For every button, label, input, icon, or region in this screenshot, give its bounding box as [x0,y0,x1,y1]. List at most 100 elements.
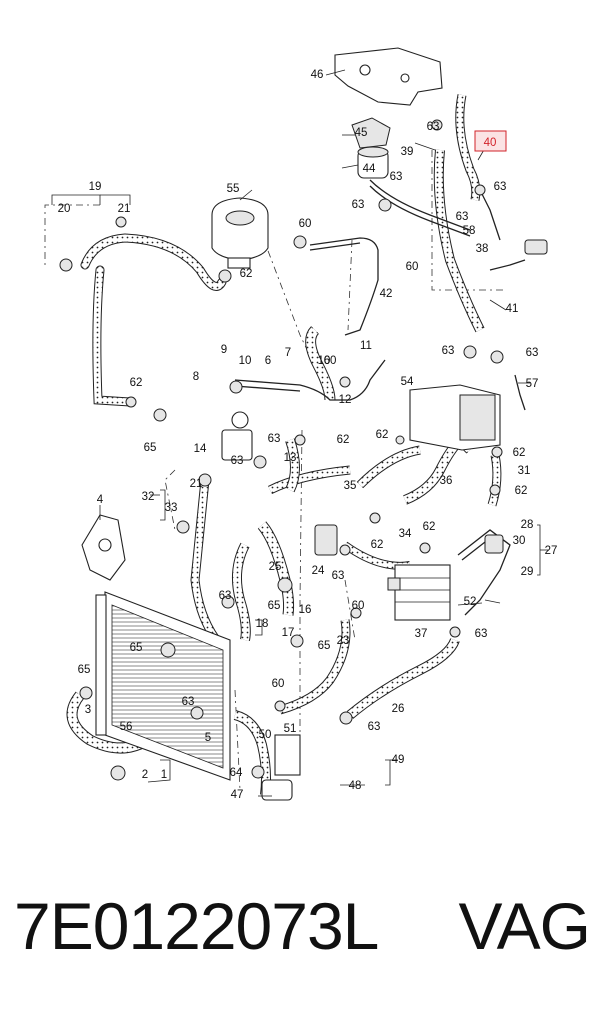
part-label-21: 21 [190,478,203,490]
part-label-63: 63 [427,121,440,133]
part-label-6: 6 [265,355,271,367]
part-label-52: 52 [464,596,477,608]
part-label-7: 7 [285,347,291,359]
part-label-64: 64 [230,767,243,779]
part-label-63: 63 [182,696,195,708]
part-label-9: 9 [221,344,227,356]
part-label-60: 60 [272,678,285,690]
part-label-2: 2 [142,769,148,781]
part-label-32: 32 [142,491,155,503]
part-label-63: 63 [268,433,281,445]
oil-cooler-37 [394,564,451,621]
part-label-13: 13 [284,452,297,464]
part-label-34: 34 [399,528,412,540]
part-label-62: 62 [376,429,389,441]
part-label-60: 60 [299,218,312,230]
part-label-50: 50 [259,729,272,741]
part-label-51: 51 [284,723,297,735]
part-label-33: 33 [165,502,178,514]
leader-lines [51,69,548,797]
part-label-19: 19 [89,181,102,193]
part-label-1: 1 [161,769,167,781]
part-label-63: 63 [475,628,488,640]
part-label-65: 65 [318,640,331,652]
part-label-10: 10 [239,355,252,367]
cooling-system-exploded-diagram: 1234567891010111213141617181920212123242… [44,47,558,801]
part-label-63: 63 [442,345,455,357]
part-label-62: 62 [423,521,436,533]
part-label-3: 3 [85,704,91,716]
brand-name: VAG [458,889,591,963]
part-label-45: 45 [355,127,368,139]
part-label-17: 17 [282,627,295,639]
part-number-caption: 7E0122073L VAG [14,888,594,988]
part-label-31: 31 [518,465,531,477]
part-label-62: 62 [240,268,253,280]
part-label-38: 38 [476,243,489,255]
part-label-10: 10 [318,355,331,367]
module-54 [409,384,501,451]
part-label-11: 11 [360,340,372,352]
part-label-40: 40 [484,137,497,149]
part-label-62: 62 [337,434,350,446]
part-label-29: 29 [521,566,534,578]
part-label-62: 62 [130,377,143,389]
part-label-60: 60 [406,261,419,273]
part-label-65: 65 [268,600,281,612]
part-label-62: 62 [513,447,526,459]
part-label-16: 16 [299,604,312,616]
part-label-56: 56 [120,721,133,733]
part-label-4: 4 [97,494,104,506]
part-label-63: 63 [332,570,345,582]
pipes [234,179,526,616]
part-label-63: 63 [494,181,507,193]
part-label-55: 55 [227,183,240,195]
valve-4 [81,514,126,581]
part-label-47: 47 [231,789,244,801]
part-label-26: 26 [392,703,405,715]
part-label-20: 20 [58,203,71,215]
part-label-62: 62 [515,485,528,497]
part-label-60: 60 [352,600,365,612]
part-label-63: 63 [526,347,539,359]
part-label-54: 54 [401,376,414,388]
part-label-65: 65 [144,442,157,454]
expansion-tank-55 [211,197,269,269]
part-label-62: 62 [371,539,384,551]
part-label-25: 25 [269,561,282,573]
aux-pump-14 [221,411,253,461]
part-number: 7E0122073L [14,889,379,963]
part-label-8: 8 [193,371,199,383]
part-label-21: 21 [118,203,131,215]
connectors [314,239,548,591]
part-label-27: 27 [545,545,558,557]
part-label-58: 58 [463,225,476,237]
pump-47 [261,734,301,801]
part-label-18: 18 [256,618,269,630]
part-label-63: 63 [368,721,381,733]
part-label-65: 65 [78,664,91,676]
part-label-60: 60 [324,355,337,367]
part-label-42: 42 [380,288,393,300]
part-label-57: 57 [526,378,539,390]
part-label-63: 63 [390,171,403,183]
part-label-49: 49 [392,754,405,766]
part-label-37: 37 [415,628,428,640]
radiator-56 [95,591,231,781]
part-label-24: 24 [312,565,325,577]
part-label-63: 63 [352,199,365,211]
part-label-5: 5 [205,732,211,744]
part-label-12: 12 [339,394,352,406]
pump-44-45 [351,117,391,179]
part-label-30: 30 [513,535,526,547]
part-label-44: 44 [363,163,376,175]
part-label-36: 36 [440,475,453,487]
highlight-box-40 [474,130,507,152]
part-label-14: 14 [194,443,207,455]
clamps [59,119,504,781]
bracket-46 [334,47,443,106]
part-label-28: 28 [521,519,534,531]
part-label-35: 35 [344,480,357,492]
part-label-65: 65 [130,642,143,654]
